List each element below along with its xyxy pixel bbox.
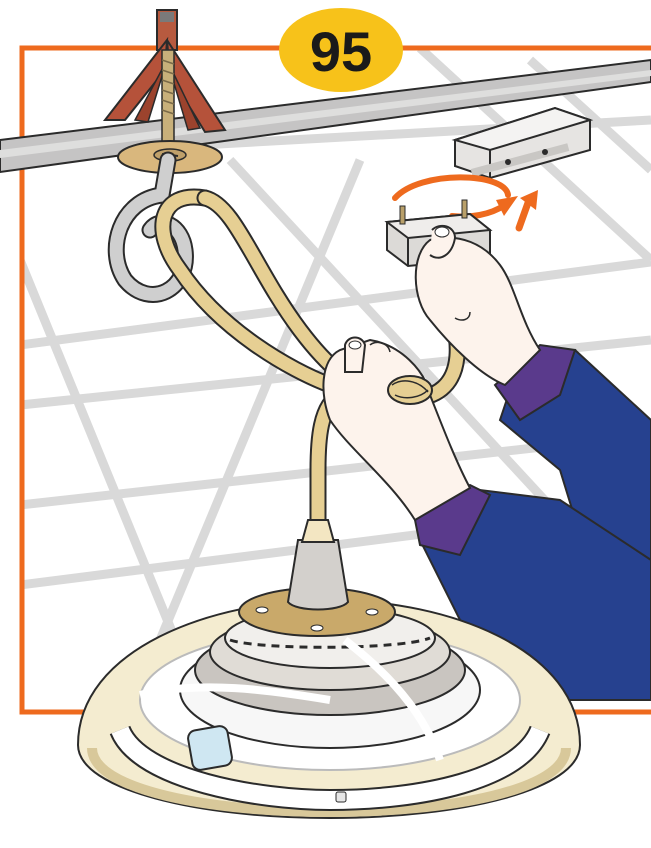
canopy-cover [455,108,590,178]
cord-knot [388,376,432,404]
step-badge: 95 [279,8,403,92]
rotate-arrow-icon [395,177,518,216]
step-number: 95 [310,20,372,83]
up-arrow-icon [519,190,538,228]
